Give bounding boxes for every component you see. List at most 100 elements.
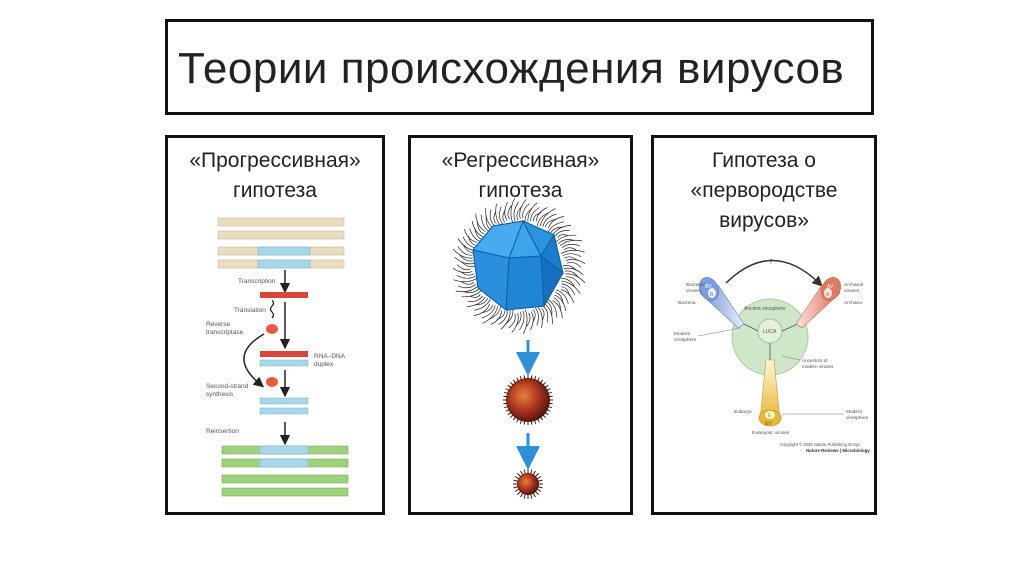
label-modern: Modern: [674, 331, 691, 337]
label-transcriptase: transcriptase: [206, 329, 244, 336]
label-virosphere-right: virosphere: [846, 415, 869, 421]
spike: [547, 395, 553, 398]
connector-line: [741, 322, 759, 332]
fiber: [547, 216, 565, 229]
fiber: [565, 273, 586, 284]
fiber: [475, 213, 486, 232]
spike: [519, 418, 523, 424]
spike: [541, 381, 547, 387]
fiber: [507, 205, 512, 220]
label-bacteria: Bacteria: [678, 300, 696, 306]
fiber: [460, 281, 475, 285]
fiber: [495, 203, 501, 227]
spike: [513, 479, 519, 482]
cdna-strand: [259, 397, 309, 405]
fiber: [530, 311, 534, 331]
spike: [547, 402, 553, 405]
spike: [534, 490, 539, 495]
label-ancestors: Ancestors of: [802, 358, 828, 363]
fiber: [555, 289, 569, 304]
fiber: [547, 221, 564, 233]
label-rna-dna: RNA–DNA: [314, 353, 346, 360]
fiber: [474, 299, 491, 311]
panel-title-line: «Прогрессивная»: [189, 149, 361, 172]
progressive-hypothesis-panel: «Прогрессивная» гипотеза Transcription T…: [165, 135, 385, 515]
label-ancient-virosphere: Ancient virosphere: [744, 306, 786, 312]
fiber: [457, 246, 473, 256]
spike: [509, 413, 515, 419]
spike: [545, 408, 551, 412]
label-a: A: [826, 292, 830, 298]
spike: [536, 417, 540, 423]
spike: [533, 418, 537, 424]
fiber: [500, 310, 511, 330]
label-reverse: Reverse: [206, 321, 231, 328]
fiber: [458, 284, 476, 289]
fiber: [452, 248, 473, 259]
spike: [512, 379, 517, 385]
fiber: [466, 296, 486, 307]
panel-title-line: «первородстве: [690, 179, 838, 202]
reverse-transcriptase-protein: [266, 324, 278, 334]
fiber: [513, 201, 519, 222]
reinserted-genome-strands: [221, 445, 349, 497]
fiber: [504, 201, 508, 221]
virus-surface-fibers: [452, 197, 586, 335]
fiber: [461, 289, 483, 298]
fiber: [482, 305, 499, 324]
fiber: [562, 253, 582, 258]
label-bacterial-viruses: Bacterial: [686, 282, 705, 288]
fiber: [522, 309, 528, 335]
spike: [503, 402, 509, 405]
spike: [534, 473, 539, 478]
fiber: [527, 202, 538, 222]
fiber: [493, 211, 497, 224]
spike: [545, 388, 551, 392]
fiber: [543, 305, 549, 323]
fiber: [565, 258, 586, 264]
label-modern-viruses: modern viruses: [802, 364, 834, 369]
spike: [536, 488, 542, 492]
fiber: [453, 278, 477, 283]
fiber: [560, 289, 575, 304]
label-bv: BV: [705, 284, 712, 290]
fiber: [536, 212, 549, 227]
icosahedral-capsid: [472, 219, 564, 311]
fiber: [542, 213, 557, 227]
label-journal: Nature Reviews | Microbiology: [806, 448, 870, 453]
spike: [516, 417, 520, 423]
fiber: [489, 209, 495, 227]
fiber: [541, 308, 545, 321]
fiber: [561, 280, 581, 294]
archaeal-cone: AV A: [795, 277, 841, 329]
polymerase-protein: [266, 377, 278, 387]
fiber: [535, 307, 539, 326]
dna-strand: [259, 359, 309, 367]
fiber: [489, 305, 502, 320]
spike: [514, 488, 520, 492]
fiber: [463, 228, 478, 243]
spike: [517, 490, 522, 495]
fiber: [455, 286, 478, 293]
label-eukaryotic-viruses: Eukaryotic viruses: [752, 430, 790, 435]
rna-strand: [260, 351, 308, 357]
label-archaeal-viruses-2: viruses: [844, 288, 860, 294]
fiber: [522, 203, 530, 219]
spike: [512, 415, 517, 421]
spike: [546, 405, 552, 409]
spike: [517, 473, 522, 478]
fiber: [562, 243, 580, 248]
pointer-line: [781, 355, 801, 361]
fiber: [563, 247, 578, 251]
fiber: [519, 199, 527, 220]
label-luca: LUCA: [763, 329, 777, 335]
fiber: [566, 262, 582, 268]
fiber: [469, 294, 481, 298]
cdna-strand: [259, 407, 309, 415]
spike: [523, 493, 526, 499]
curved-arrow: [243, 333, 265, 388]
fiber: [565, 276, 581, 286]
panel-title: «Прогрессивная» гипотеза: [168, 146, 382, 206]
panel-title-line: гипотеза: [233, 179, 317, 202]
spike: [541, 413, 547, 419]
